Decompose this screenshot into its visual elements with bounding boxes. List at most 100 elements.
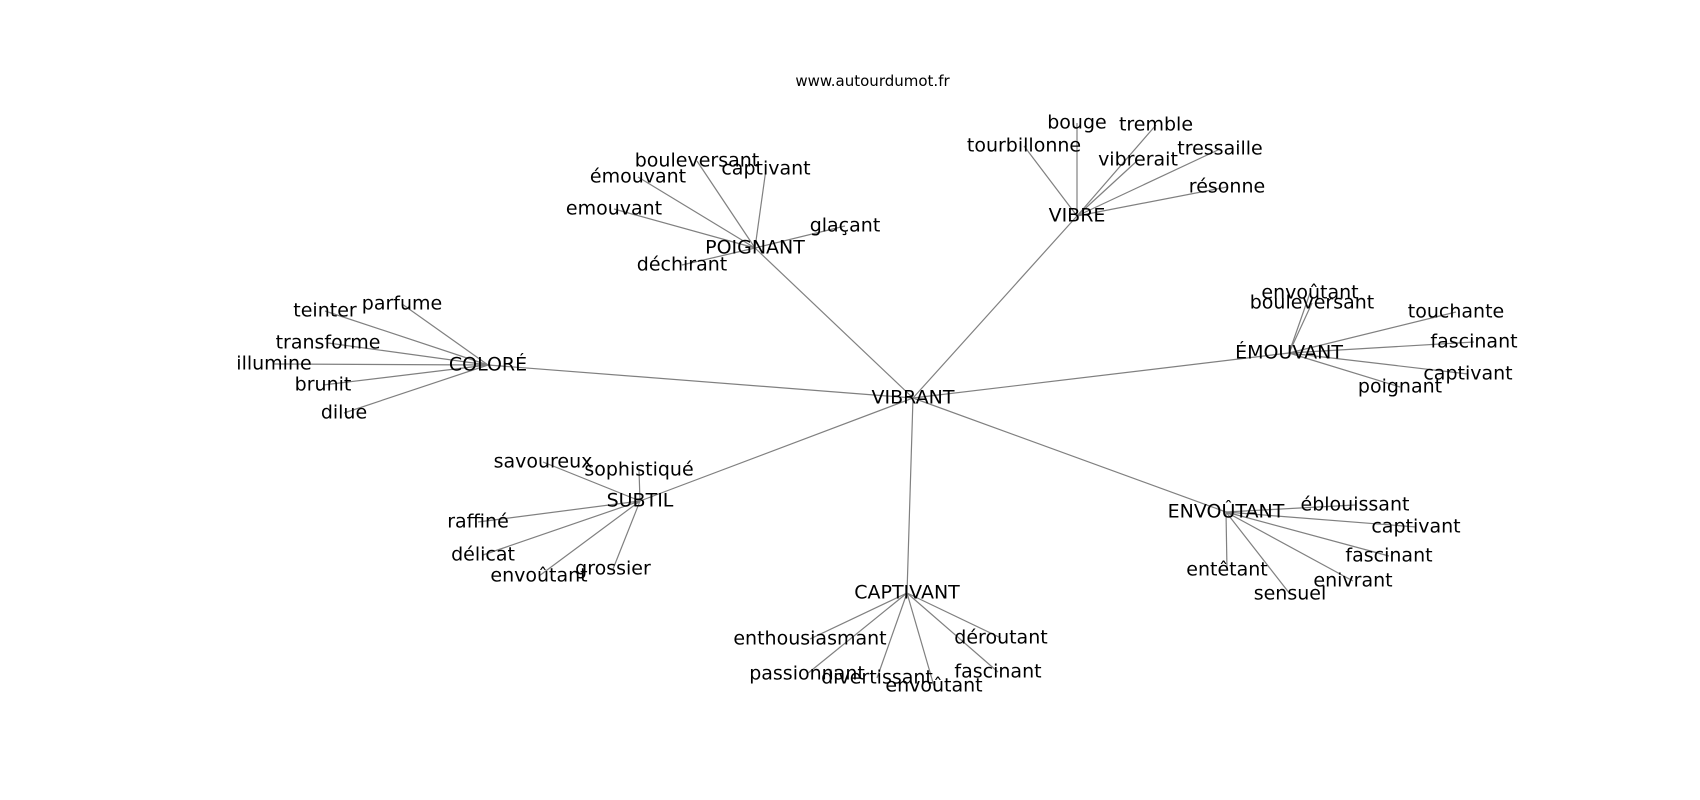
word-node[interactable]: fascinant bbox=[1345, 545, 1432, 567]
word-node[interactable]: poignant bbox=[1358, 376, 1442, 398]
edge-hub-to-word bbox=[806, 592, 908, 675]
edge-hub-to-word bbox=[273, 363, 489, 366]
word-node[interactable]: enivrant bbox=[1313, 570, 1392, 592]
word-node[interactable]: envoûtant bbox=[1261, 282, 1358, 304]
site-url: www.autourdumot.fr bbox=[795, 72, 950, 90]
edge-hub-to-word bbox=[1288, 341, 1475, 354]
word-node[interactable]: illumine bbox=[236, 353, 311, 375]
edge-hub-to-word bbox=[1225, 511, 1228, 571]
word-node[interactable]: tremble bbox=[1119, 114, 1193, 136]
hub-node[interactable]: SUBTIL bbox=[607, 490, 674, 512]
word-node[interactable]: tressaille bbox=[1177, 138, 1263, 160]
edge-hub-to-word bbox=[1023, 145, 1078, 217]
word-node[interactable]: transforme bbox=[276, 332, 381, 354]
edge-hub-to-word bbox=[613, 208, 756, 249]
word-node[interactable]: passionnant bbox=[749, 663, 865, 685]
edge-hub-to-word bbox=[1076, 148, 1221, 217]
word-node[interactable]: dilue bbox=[321, 402, 367, 424]
word-node[interactable]: touchante bbox=[1408, 301, 1504, 323]
word-node[interactable]: teinter bbox=[293, 300, 357, 322]
word-node[interactable]: savoureux bbox=[494, 451, 593, 473]
hub-node[interactable]: ÉMOUVANT bbox=[1235, 341, 1343, 364]
edge-hub-to-word bbox=[538, 500, 641, 577]
edge-hub-to-word bbox=[542, 461, 641, 502]
word-node[interactable]: bouleversant bbox=[1250, 292, 1374, 314]
center-node[interactable]: VIBRANT bbox=[872, 387, 955, 409]
word-node[interactable]: enthousiasmant bbox=[733, 628, 886, 650]
edge-hub-to-word bbox=[637, 176, 756, 249]
hub-node[interactable]: VIBRE bbox=[1049, 205, 1106, 227]
edge-hub-to-word bbox=[324, 310, 489, 366]
word-node[interactable]: déroutant bbox=[954, 627, 1047, 649]
word-node[interactable]: brunit bbox=[295, 374, 352, 396]
word-node[interactable]: grossier bbox=[575, 558, 651, 580]
word-node[interactable]: bouge bbox=[1047, 112, 1106, 134]
word-node[interactable]: sensuel bbox=[1254, 583, 1327, 605]
edge-hub-to-word bbox=[401, 303, 489, 366]
hub-node[interactable]: POIGNANT bbox=[705, 237, 805, 259]
word-node[interactable]: divertissant bbox=[821, 667, 933, 689]
word-node[interactable]: bouleversant bbox=[635, 150, 759, 172]
word-node[interactable]: tourbillonne bbox=[967, 135, 1081, 157]
word-node[interactable]: captivant bbox=[721, 158, 810, 180]
word-node[interactable]: émouvant bbox=[590, 166, 686, 188]
word-node[interactable]: vibrerait bbox=[1098, 149, 1178, 171]
word-node[interactable]: captivant bbox=[1371, 516, 1460, 538]
edge-hub-to-word bbox=[1288, 352, 1469, 375]
word-node[interactable]: parfume bbox=[362, 293, 442, 315]
edge-hub-to-word bbox=[1288, 311, 1457, 354]
edge-center-to-hub bbox=[754, 247, 914, 399]
word-node[interactable]: glaçant bbox=[810, 215, 881, 237]
edge-center-to-hub bbox=[912, 397, 1227, 513]
word-node[interactable]: éblouissant bbox=[1301, 494, 1410, 516]
edge-hub-to-word bbox=[1225, 511, 1354, 582]
edge-hub-to-word bbox=[612, 500, 641, 570]
word-node[interactable]: envoûtant bbox=[490, 565, 587, 587]
edge-hub-to-word bbox=[638, 469, 641, 502]
word-node[interactable]: déchirant bbox=[637, 254, 727, 276]
word-node[interactable]: emouvant bbox=[566, 198, 662, 220]
word-node[interactable]: entêtant bbox=[1186, 559, 1267, 581]
edge-hub-to-word bbox=[681, 247, 756, 266]
hub-node[interactable]: COLORÉ bbox=[449, 353, 527, 376]
word-node[interactable]: délicat bbox=[451, 544, 515, 566]
edge-hub-to-word bbox=[1225, 511, 1291, 595]
edge-hub-to-word bbox=[696, 160, 756, 249]
edge-hub-to-word bbox=[1076, 159, 1139, 217]
edge-hub-to-word bbox=[343, 364, 489, 414]
edge-hub-to-word bbox=[327, 342, 489, 366]
edge-hub-to-word bbox=[1076, 186, 1228, 217]
edge-center-to-hub bbox=[906, 397, 914, 594]
edge-hub-to-word bbox=[906, 592, 999, 673]
edge-hub-to-word bbox=[754, 225, 846, 249]
edge-hub-to-word bbox=[906, 592, 1002, 639]
edge-hub-to-word bbox=[1288, 292, 1311, 354]
edge-hub-to-word bbox=[906, 592, 935, 687]
edge-center-to-hub bbox=[487, 364, 914, 399]
word-node[interactable]: raffiné bbox=[447, 511, 509, 533]
word-node[interactable]: sophistiqué bbox=[584, 459, 693, 481]
edge-hub-to-word bbox=[482, 500, 641, 556]
edge-hub-to-word bbox=[1225, 511, 1417, 528]
edge-hub-to-word bbox=[1076, 124, 1157, 217]
word-node[interactable]: captivant bbox=[1423, 363, 1512, 385]
hub-node[interactable]: CAPTIVANT bbox=[854, 582, 960, 604]
edge-hub-to-word bbox=[809, 592, 908, 640]
edge-hub-to-word bbox=[1225, 511, 1390, 557]
hub-node[interactable]: ENVOÛTANT bbox=[1168, 499, 1285, 523]
edge-hub-to-word bbox=[754, 168, 767, 249]
edge-center-to-hub bbox=[639, 397, 914, 502]
edge-center-to-hub bbox=[912, 215, 1078, 399]
edge-hub-to-word bbox=[1288, 352, 1401, 388]
edge-center-to-hub bbox=[912, 352, 1290, 399]
edge-hub-to-word bbox=[1225, 504, 1356, 513]
word-node[interactable]: fascinant bbox=[1430, 331, 1517, 353]
word-node[interactable]: fascinant bbox=[954, 661, 1041, 683]
word-node[interactable]: résonne bbox=[1189, 176, 1265, 198]
edge-hub-to-word bbox=[1288, 302, 1313, 354]
edge-hub-to-word bbox=[876, 592, 908, 679]
edge-hub-to-word bbox=[477, 500, 641, 523]
word-node[interactable]: envoûtant bbox=[885, 675, 982, 697]
